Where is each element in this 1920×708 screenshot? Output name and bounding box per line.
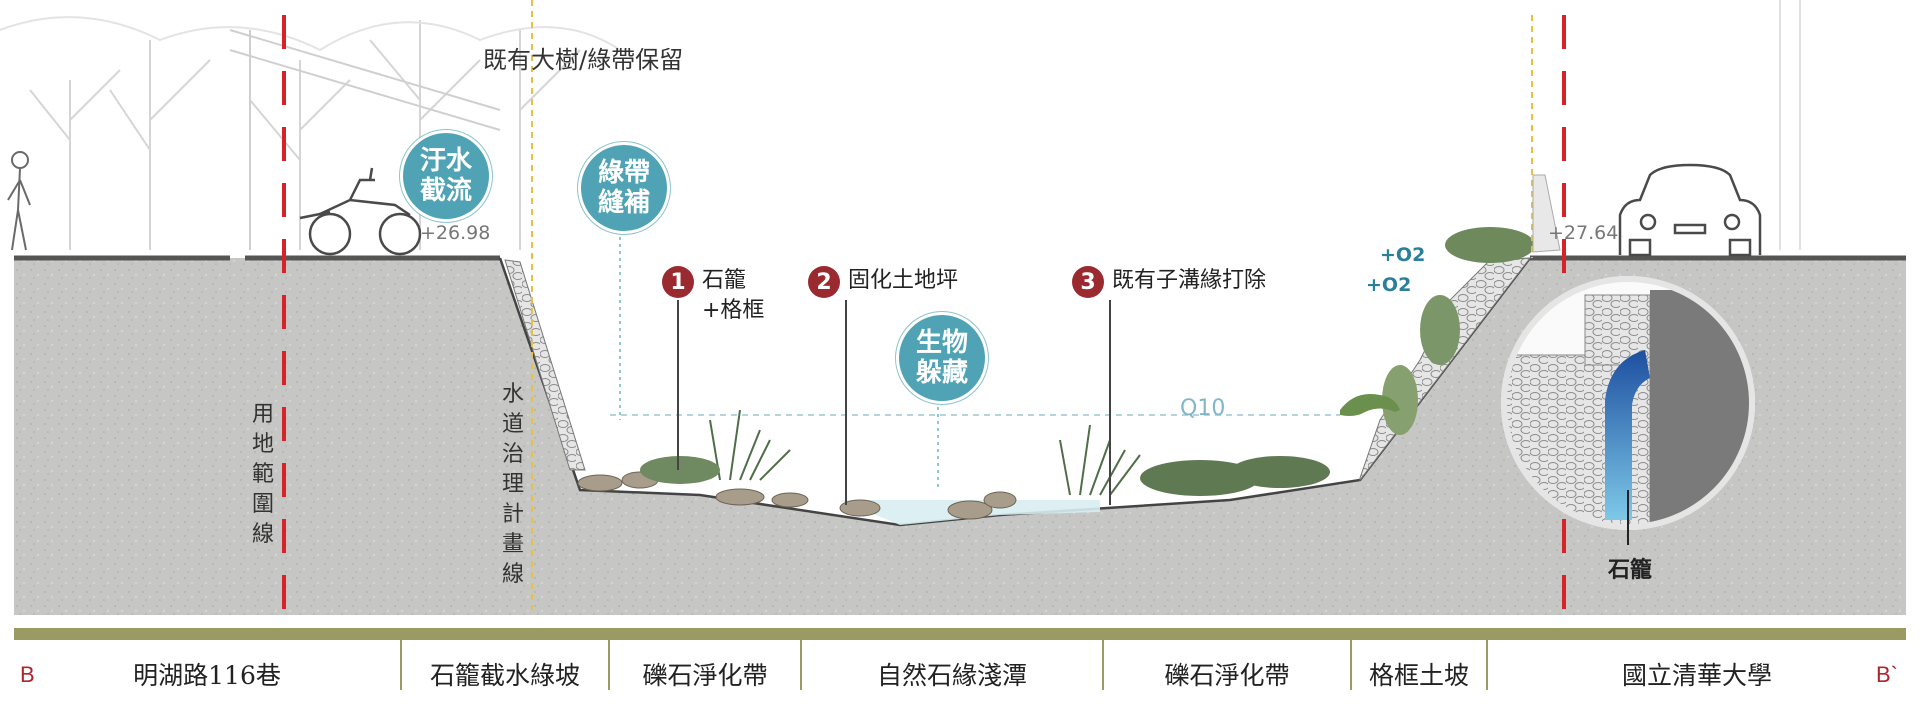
soil-mass [14,258,1906,615]
zone-label: 礫石淨化帶 [642,661,768,690]
land-line-label: 用地範圍線 [251,402,274,547]
habitat-bubble-text: 生物躲藏 [915,328,968,388]
zone-divider [1102,640,1104,690]
callout-text: 既有子溝緣打除 [1112,268,1267,293]
flood-level-label: Q10 [1180,396,1226,421]
sewage-interception-bubble: 汙水截流 [400,130,492,222]
shrubs-right [1382,227,1535,435]
zone-divider [608,640,610,690]
curb-structure [1532,174,1561,253]
section-mark-left: B [20,662,35,687]
plan-line-label: 水道治理計畫線 [501,382,524,587]
zone-label: 國立清華大學 [1621,661,1772,690]
greenbelt-bubble: 綠帶縫補 [578,142,670,234]
oxygen-label-1: +O2 [1380,244,1426,266]
zone-label: 礫石淨化帶 [1164,661,1290,690]
section-mark-right: B` [1876,662,1898,687]
callout-solidified-floor: 2 固化土地坪 [808,266,958,298]
zone-bar [14,628,1906,640]
car-icon [1618,163,1762,257]
sewage-bubble-text: 汙水截流 [419,146,472,206]
zone-label: 石籠截水綠坡 [429,661,580,690]
building-wall [1779,0,1801,250]
callout-number: 2 [808,266,840,298]
gabion-detail-label: 石籠 [1608,558,1653,583]
canopy-structure [229,29,501,250]
callout-gabion-frame: 1 石籠+格框 [662,266,772,326]
greenbelt-bubble-text: 綠帶縫補 [597,158,650,218]
elevation-right: +27.64 [1548,222,1619,244]
tree-note-label: 既有大樹/綠帶保留 [483,46,684,74]
callout-text: 石籠+格框 [702,268,765,323]
riparian-plants [709,409,1141,496]
callout-text: 固化土地坪 [848,268,959,293]
habitat-bubble: 生物躲藏 [896,312,988,404]
callout-number: 1 [662,266,694,298]
callout-number: 3 [1072,266,1104,298]
bed-stones [577,458,1017,520]
zone-divider [800,640,802,690]
hedge-right [640,456,1330,496]
zone-divider [1350,640,1352,690]
zone-labels: 明湖路116巷 石籠截水綠坡 礫石淨化帶 自然石緣淺潭 礫石淨化帶 格框土坡 國… [14,640,1906,708]
zone-label: 自然石緣淺潭 [876,661,1027,690]
elevation-left: +26.98 [420,222,491,244]
otter-icon [1340,394,1400,416]
oxygen-label-2: +O2 [1366,274,1412,296]
pedestrian-icon [7,151,31,251]
zone-divider [1486,640,1488,690]
gabion-slope-left [504,259,586,471]
zone-divider [400,640,402,690]
motorcycle-icon [299,167,422,256]
zone-label: 明湖路116巷 [133,661,281,690]
callout-ditch-removal: 3 既有子溝緣打除 [1072,266,1266,298]
zone-label: 格框土坡 [1368,661,1469,690]
